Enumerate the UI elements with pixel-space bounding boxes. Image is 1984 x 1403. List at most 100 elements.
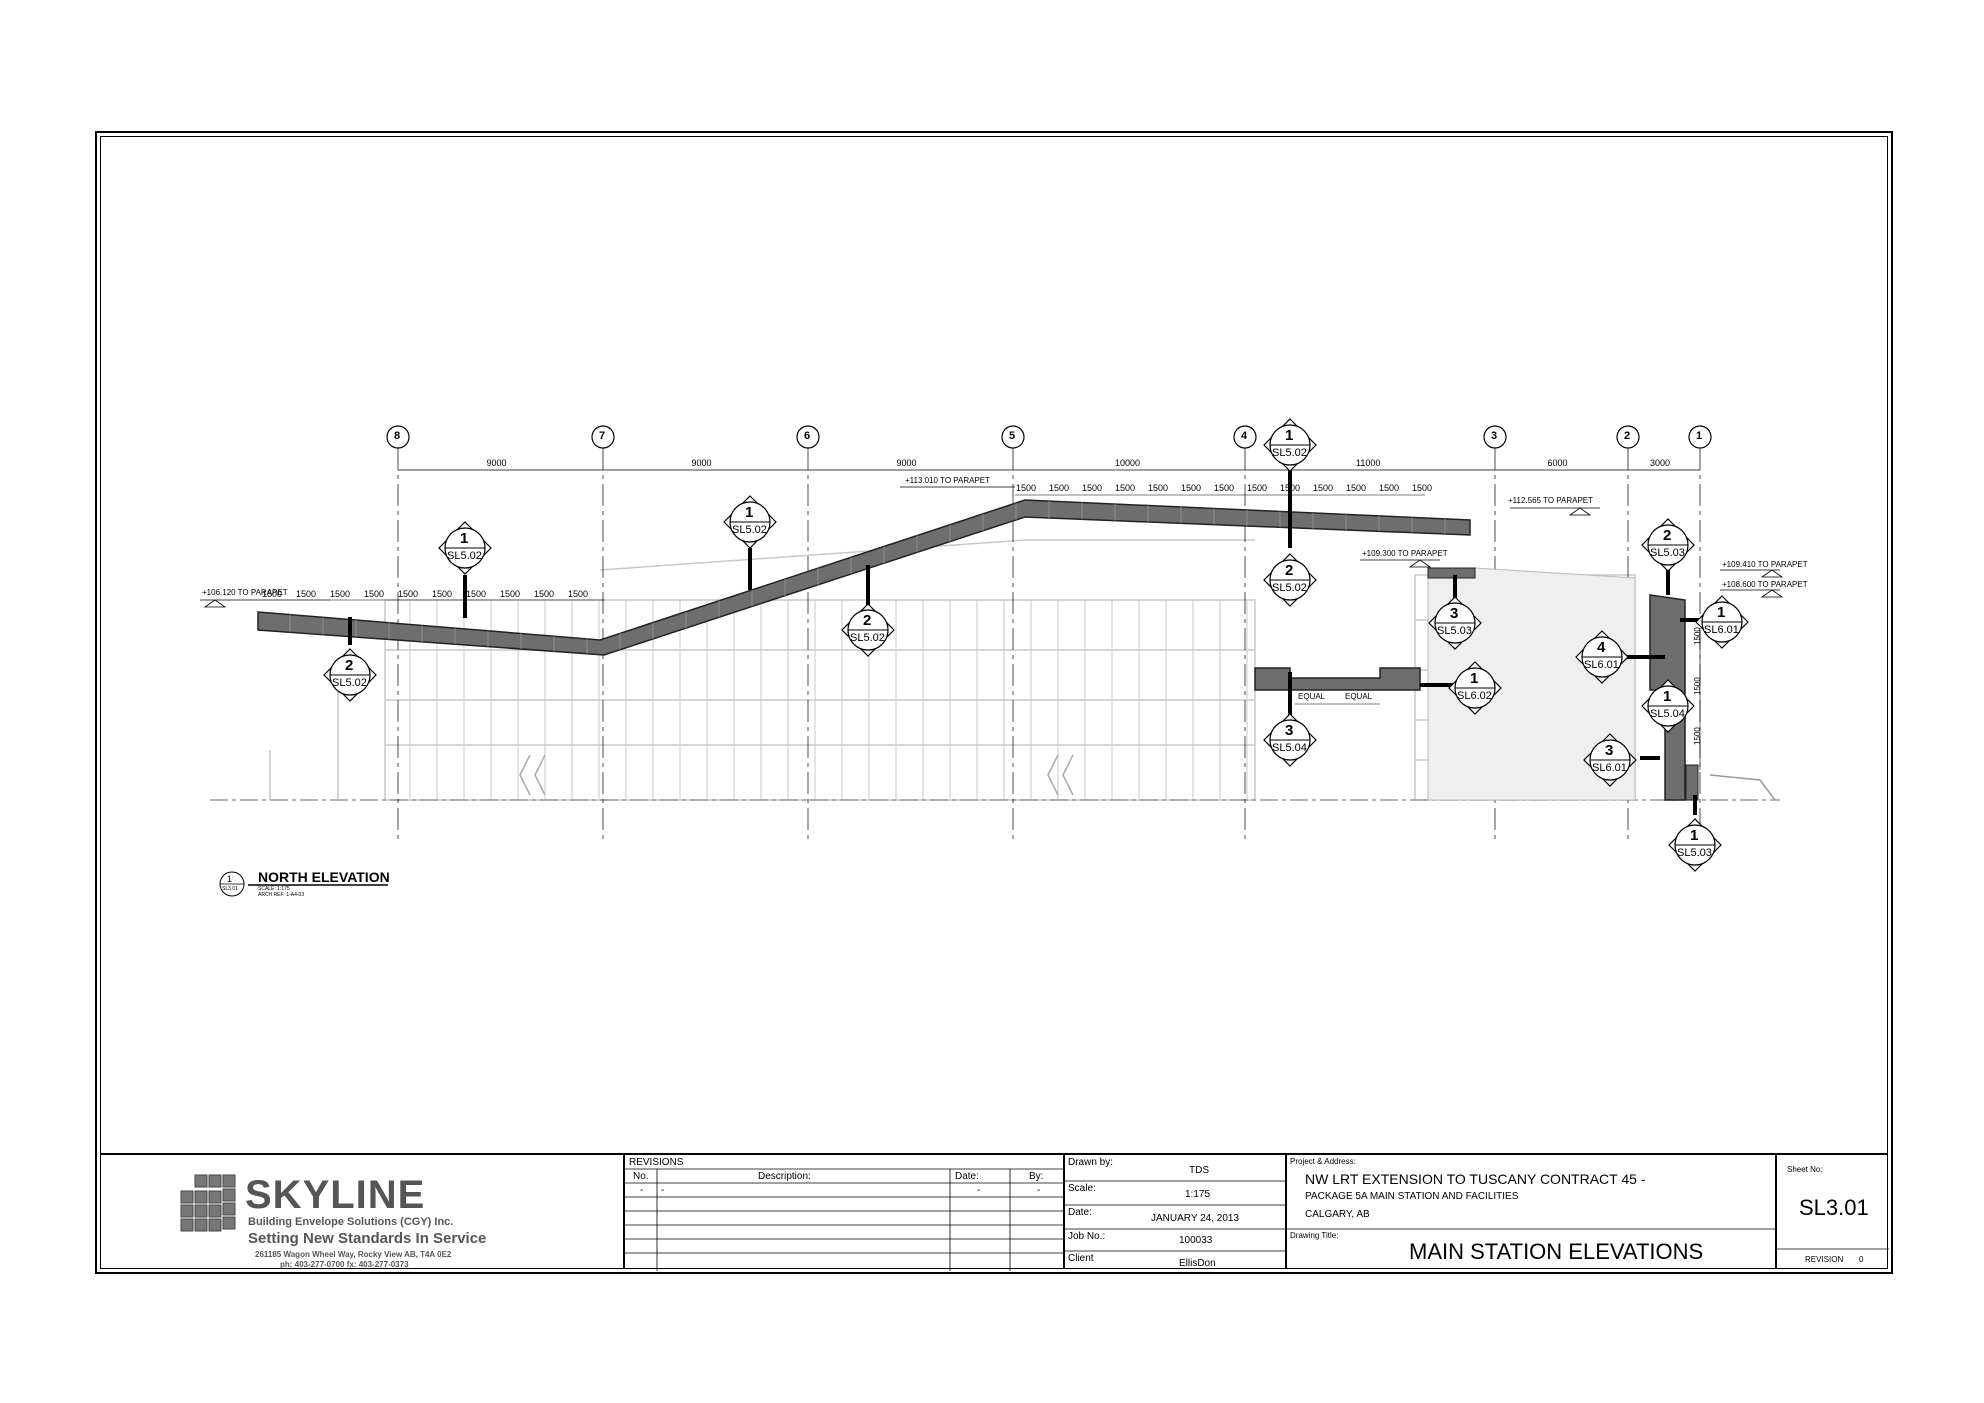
callout-sheet: SL5.02 [732,524,767,536]
grid-label: 8 [394,430,401,442]
drawing-info-grid [1065,1180,1287,1252]
level-box: +109.300 TO PARAPET [1362,549,1448,558]
bay-dimension: 1500 [330,589,351,599]
bay-dimension: 1500 [1313,483,1334,493]
callout-number: 1 [1663,688,1672,705]
bay-dimension: 1500 [1115,483,1136,493]
callout-sheet: SL6.02 [1457,690,1492,702]
tower-dimension: 1500 [1693,677,1702,695]
bay-dimension: 1500 [1148,483,1169,493]
project-line-1: NW LRT EXTENSION TO TUSCANY CONTRACT 45 … [1305,1171,1646,1187]
roof-canopy [257,499,1471,656]
grid-label: 1 [1696,430,1703,442]
grid-bubble [1233,425,1257,449]
level-mid: +113.010 TO PARAPET [905,476,991,485]
sheet-no-label: Sheet No: [1787,1165,1823,1174]
grid-dimension: 11000 [1356,458,1381,468]
client-label: Client [1068,1253,1094,1264]
callout-sheet: SL5.04 [1272,742,1307,754]
view-title-number: 1 [227,874,233,884]
date-value: JANUARY 24, 2013 [1151,1213,1240,1224]
grid-bubble [1001,425,1025,449]
roof-ribs [289,501,1446,654]
bay-dimension: 1500 [1280,483,1301,493]
level-markers [200,486,1784,608]
drawing-title-label: Drawing Title: [1290,1231,1339,1240]
project-label: Project & Address: [1290,1157,1356,1166]
tower-base [1685,764,1699,801]
bay-dimension: 1500 [1082,483,1103,493]
callout-markers [323,418,1749,872]
revisions-grid [625,1168,1065,1271]
callout-sheet: SL5.02 [1272,582,1307,594]
callout-number: 1 [1690,827,1699,844]
sheet-border [95,131,1893,1274]
sheet-number-panel: Sheet No: SL3.01 REVISION 0 [1776,1153,1889,1269]
revision-label: REVISION [1805,1255,1844,1264]
callout-sheet: SL5.02 [447,550,482,562]
bay-dimension: 1500 [1379,483,1400,493]
bay-dimension: 1500 [364,589,385,599]
grid-label: 7 [599,430,606,442]
callout-sheet: SL5.02 [332,677,367,689]
drawing-title: MAIN STATION ELEVATIONS [1409,1239,1704,1264]
date-label: Date: [1068,1207,1092,1218]
callout-number: 1 [1717,604,1726,621]
grid-label: 4 [1241,430,1248,442]
bay-dimension: 1500 [466,589,487,599]
callout-number: 1 [1470,670,1479,687]
drawing-info-panel: Drawn by: TDS Scale: 1:175 Date: JANUARY… [1064,1153,1287,1269]
scale-value: 1:175 [1185,1189,1211,1200]
canopy-dim-1: EQUAL [1298,692,1326,701]
level-tower-1: +109.410 TO PARAPET [1722,560,1808,569]
client-value: EllisDon [1179,1258,1216,1269]
callout-sheet: SL5.03 [1650,547,1685,559]
tower-dimension: 1500 [1693,727,1702,745]
rev-row-no: - [640,1185,644,1196]
ramp-line [1709,774,1776,801]
grid-bubble [1483,425,1507,449]
bay-dimension: 1500 [1214,483,1235,493]
grid-bubble [386,425,410,449]
grid-label: 6 [804,430,811,442]
callout-sheet: SL5.02 [1272,447,1307,459]
bay-dimension: 1500 [1346,483,1367,493]
grid-dimension: 9000 [691,458,712,468]
grid-bubble [1688,425,1712,449]
grid-dimension: 10000 [1115,458,1141,468]
callout-number: 3 [1285,722,1294,739]
callout-number: 2 [1663,527,1672,544]
grid-bubble [1616,425,1640,449]
job-value: 100033 [1179,1235,1213,1246]
bay-dimension: 1500 [432,589,453,599]
job-label: Job No.: [1068,1231,1106,1242]
callout-sheet: SL6.01 [1592,762,1627,774]
callout-sheet: SL6.01 [1704,624,1739,636]
callout-sheet: SL5.02 [850,632,885,644]
view-title-text: NORTH ELEVATION [258,869,390,885]
callout-number: 3 [1450,605,1459,622]
scale-label: Scale: [1068,1183,1096,1194]
canopy-box [1254,667,1421,691]
grid-bubble [796,425,820,449]
level-tower-2: +108.600 TO PARAPET [1722,580,1808,589]
company-phone: ph: 403-277-0700 fx: 403-277-0373 [280,1260,409,1269]
revisions-panel: REVISIONS No. Description: Date: By: - -… [624,1153,1065,1271]
company-address: 261185 Wagon Wheel Way, Rocky View AB, T… [255,1250,452,1259]
callout-number: 2 [345,657,354,674]
callout-number: 1 [1285,427,1294,444]
bay-dimension: 1500 [1412,483,1433,493]
grid-dimension: 9000 [896,458,917,468]
view-title-ref: ARCH REF: 1-A4-03 [258,892,305,898]
skyline-logo-icon [180,1174,236,1232]
rev-row-by: - [1037,1185,1041,1196]
revision-value: 0 [1859,1255,1864,1264]
project-panel: Project & Address: NW LRT EXTENSION TO T… [1286,1153,1777,1269]
callout-number: 3 [1605,742,1614,759]
view-title [219,871,388,897]
grid-label: 2 [1624,430,1631,442]
callout-number: 2 [1285,562,1294,579]
rev-no-header: No. [633,1171,649,1182]
canopy-dim-2: EQUAL [1345,692,1373,701]
